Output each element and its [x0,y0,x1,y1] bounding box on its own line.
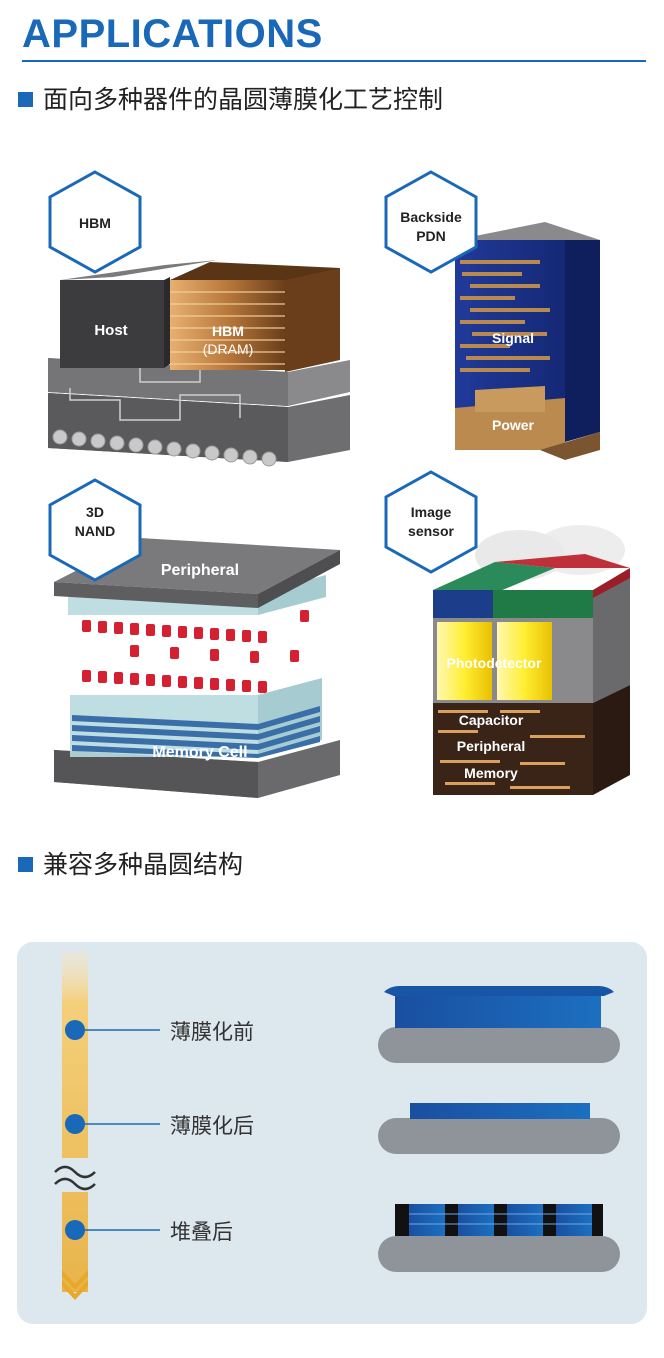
stage-marker-2 [65,1114,85,1134]
image-peripheral-label: Peripheral [457,738,525,754]
stage-label-before-thinning: 薄膜化前 [170,1020,254,1044]
wafer-process-diagram [50,952,620,1300]
wafer-after-thinning [378,1103,620,1154]
3d-nand-illustration: Peripheral Memory Cell 3D NAND [48,478,340,798]
stage-marker-1 [65,1020,85,1040]
applications-illustrations: Host HBM (DRAM) HBM Signal Power Backsid… [48,170,630,798]
backside-pdn-illustration: Signal Power Backside PDN [384,170,600,460]
section-applications: 面向多种器件的晶圆薄膜化工艺控制 [18,80,443,116]
nand-memory-cell-label: Memory Cell [152,744,247,761]
nand-badge-line1: 3D [86,504,104,520]
section-wafer-structures: 兼容多种晶圆结构 [18,845,243,881]
section-title: 面向多种器件的晶圆薄膜化工艺控制 [43,85,444,114]
backside-badge-line1: Backside [400,209,462,225]
backside-badge-line2: PDN [416,228,446,244]
title-rule [22,60,646,62]
wafer-after-stacking [378,1204,620,1272]
image-sensor-illustration: Photodetector Capacitor Peripheral Memor… [384,470,630,795]
hbm-dram-label: HBM [212,323,244,339]
chevron-down-icon [62,1270,88,1300]
hbm-host-label: Host [94,322,127,339]
stage-label-after-stacking: 堆叠后 [170,1220,233,1244]
photodetector-label: Photodetector [447,655,542,671]
hbm-illustration: Host HBM (DRAM) HBM [48,170,350,467]
bullet-square-icon [18,91,33,107]
image-memory-label: Memory [464,765,518,781]
signal-label: Signal [492,330,534,346]
break-icon [54,1165,96,1179]
stage-label-after-thinning: 薄膜化后 [170,1114,254,1138]
bullet-square-icon [18,856,33,872]
image-badge-line1: Image [411,504,452,520]
nand-badge-line2: NAND [75,523,115,539]
section-title: 兼容多种晶圆结构 [43,850,244,879]
capacitor-label: Capacitor [459,712,524,728]
power-label: Power [492,417,535,433]
stage-marker-3 [65,1220,85,1240]
hbm-dram-sublabel: (DRAM) [203,341,254,357]
image-badge-line2: sensor [408,523,454,539]
nand-peripheral-label: Peripheral [161,562,239,579]
hbm-badge: HBM [79,215,111,231]
wafer-before-thinning [378,986,620,1063]
page-title: APPLICATIONS [22,12,323,56]
